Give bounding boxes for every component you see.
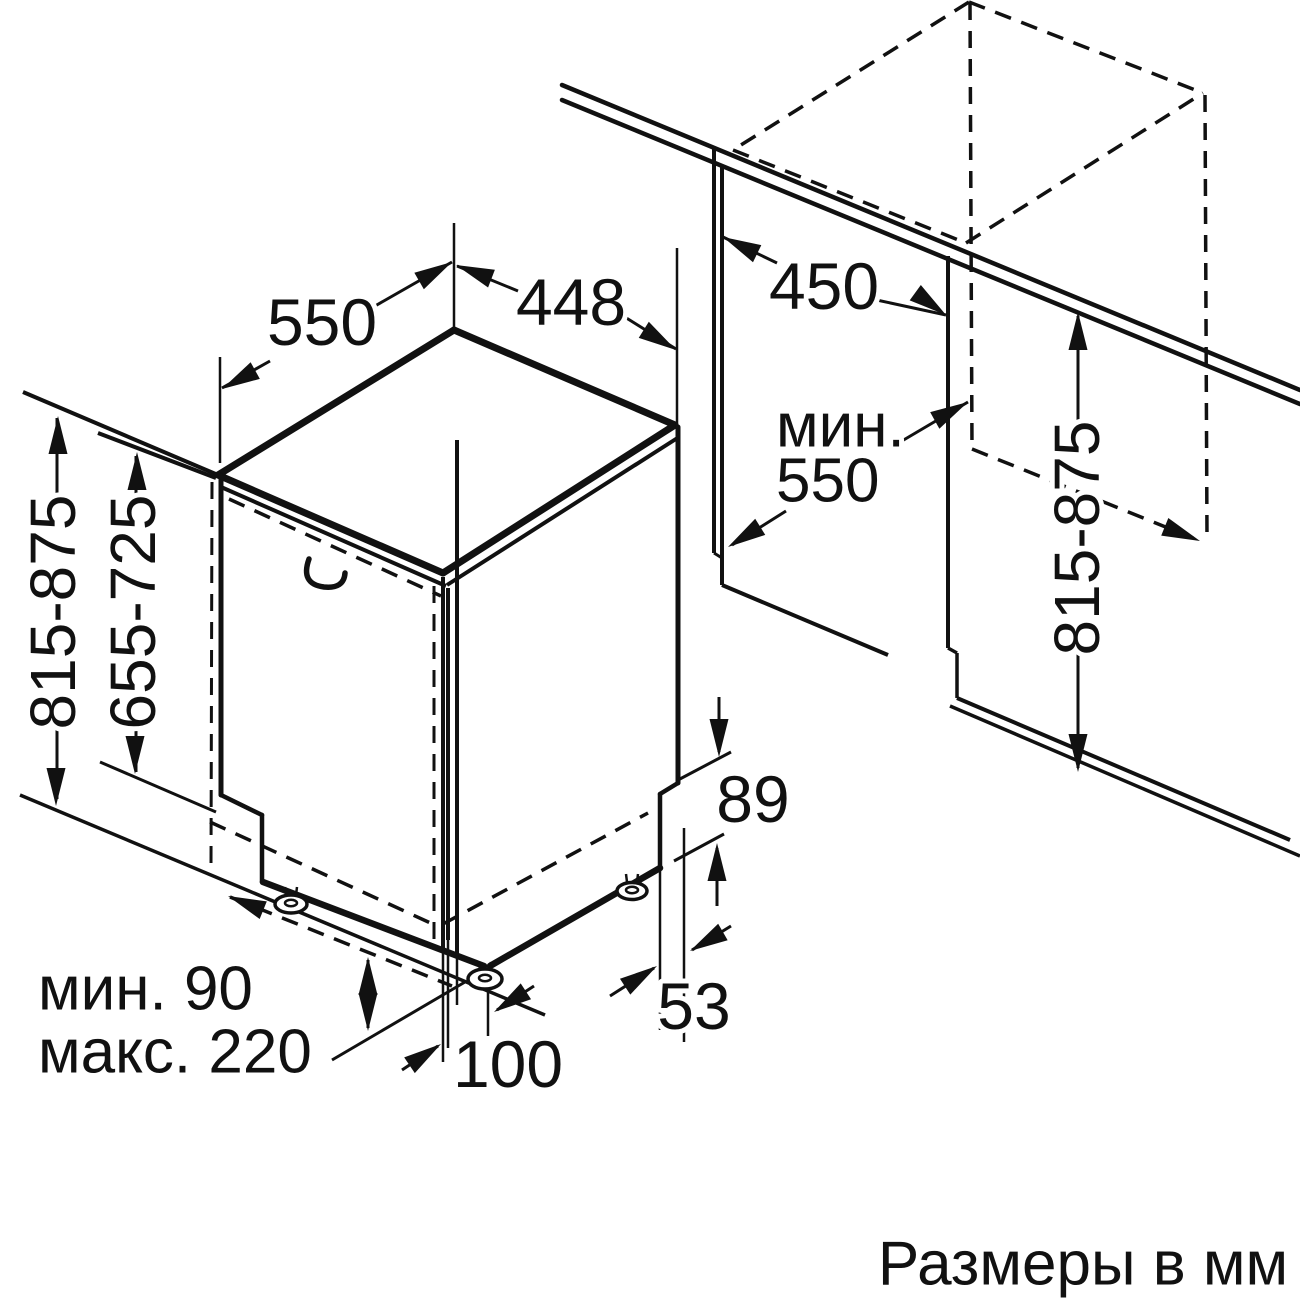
- edge-line: [947, 646, 958, 655]
- door-handle-icon: [303, 556, 348, 590]
- arrowhead-icon: [456, 265, 495, 288]
- arrowhead-icon: [358, 993, 378, 1031]
- arrowhead-icon: [414, 262, 452, 290]
- hidden-edge-line: [971, 447, 1194, 540]
- dim-plinth-max-label: макс. 220: [38, 1018, 312, 1087]
- edge-line: [445, 435, 681, 587]
- edge-line: [450, 326, 679, 429]
- arrowhead-icon: [228, 896, 267, 920]
- adjustable-foot-icon: [466, 961, 504, 991]
- arrowhead-icon: [909, 284, 946, 315]
- edge-line: [677, 750, 732, 782]
- edge-line: [559, 82, 1300, 393]
- edge-line: [559, 97, 1300, 407]
- arrowhead-icon: [1161, 517, 1200, 541]
- edge-line: [713, 551, 723, 560]
- arrowhead-icon: [930, 402, 968, 429]
- hidden-edges-group: [209, 0, 1209, 988]
- dim-top-width-label: 448: [516, 265, 626, 339]
- foot-screw: [477, 973, 493, 983]
- dimension-arrows-group: [46, 237, 1200, 1074]
- dim-base-recess-label: 89: [716, 762, 789, 836]
- edge-line: [99, 760, 217, 814]
- edge-line: [871, 297, 947, 317]
- edge-line: [949, 704, 1300, 858]
- dim-niche-depth-value-label: 550: [776, 447, 879, 516]
- dim-plinth-min-label: мин. 90: [38, 955, 253, 1024]
- hidden-edge-line: [228, 497, 442, 598]
- arrowhead-icon: [1068, 734, 1088, 772]
- foot-stem: [283, 886, 288, 896]
- adjustable-foot-icon: [615, 873, 649, 902]
- edge-line: [218, 792, 265, 818]
- edge-line: [331, 980, 466, 1062]
- edge-line: [657, 780, 681, 797]
- adjustable-foot-icon: [273, 886, 309, 915]
- arrowhead-icon: [358, 957, 378, 995]
- hidden-edge-line: [965, 91, 1204, 245]
- foot-stem: [294, 886, 299, 896]
- hidden-edge-line: [209, 820, 438, 928]
- hidden-edge-line: [442, 811, 649, 926]
- hidden-edge-line: [1203, 94, 1209, 539]
- arrowhead-icon: [619, 966, 657, 995]
- dim-niche-height-left-label: 815-875: [17, 495, 89, 730]
- arrowhead-icon: [1068, 312, 1088, 350]
- hidden-edge-line: [229, 895, 453, 988]
- foot-base: [466, 967, 504, 991]
- arrowhead-icon: [222, 362, 260, 389]
- dim-door-height-label: 655-725: [97, 495, 169, 730]
- foot-base: [615, 880, 649, 902]
- arrowhead-icon: [690, 923, 728, 951]
- arrowhead-icon: [48, 416, 68, 454]
- arrowhead-icon: [709, 719, 729, 757]
- hidden-edge-line: [968, 2, 974, 450]
- hidden-edge-line: [209, 481, 214, 867]
- foot-screw: [283, 898, 299, 908]
- edge-line: [673, 832, 725, 863]
- dim-niche-depth-word-label: мин.: [776, 392, 905, 461]
- edge-line: [721, 583, 889, 657]
- edge-line: [220, 485, 447, 588]
- arrowhead-icon: [494, 983, 532, 1012]
- arrowhead-icon: [707, 843, 727, 881]
- edge-line: [439, 421, 679, 577]
- arrowhead-icon: [404, 1044, 441, 1074]
- arrowhead-icon: [638, 321, 676, 350]
- foot-stem: [624, 873, 629, 883]
- edge-line: [956, 696, 1291, 842]
- edge-line: [22, 390, 219, 477]
- foot-stem: [635, 873, 640, 883]
- hidden-edge-line: [732, 0, 970, 152]
- hidden-edge-line: [732, 148, 967, 245]
- adjustable-feet-group: [273, 873, 649, 991]
- solid-edges-group: [19, 82, 1300, 1072]
- caption-units-label: Размеры в мм: [878, 1230, 1288, 1299]
- edge-line: [214, 471, 447, 577]
- arrowhead-icon: [125, 736, 145, 774]
- arrowhead-icon: [46, 768, 66, 806]
- arrowhead-icon: [127, 452, 147, 490]
- dim-plinth-depth-label: 100: [453, 1027, 563, 1101]
- dim-niche-width-label: 450: [769, 249, 879, 323]
- arrowhead-icon: [723, 237, 762, 263]
- dim-niche-height-right-label: 815-875: [1041, 421, 1113, 656]
- arrowhead-icon: [728, 518, 766, 547]
- dim-top-depth-label: 550: [267, 285, 377, 359]
- edge-line: [214, 326, 458, 479]
- edge-line: [97, 431, 217, 480]
- dim-side-gap-label: 53: [657, 969, 730, 1043]
- foot-screw: [624, 885, 640, 895]
- hidden-edge-line: [968, 0, 1204, 95]
- foot-base: [273, 893, 309, 915]
